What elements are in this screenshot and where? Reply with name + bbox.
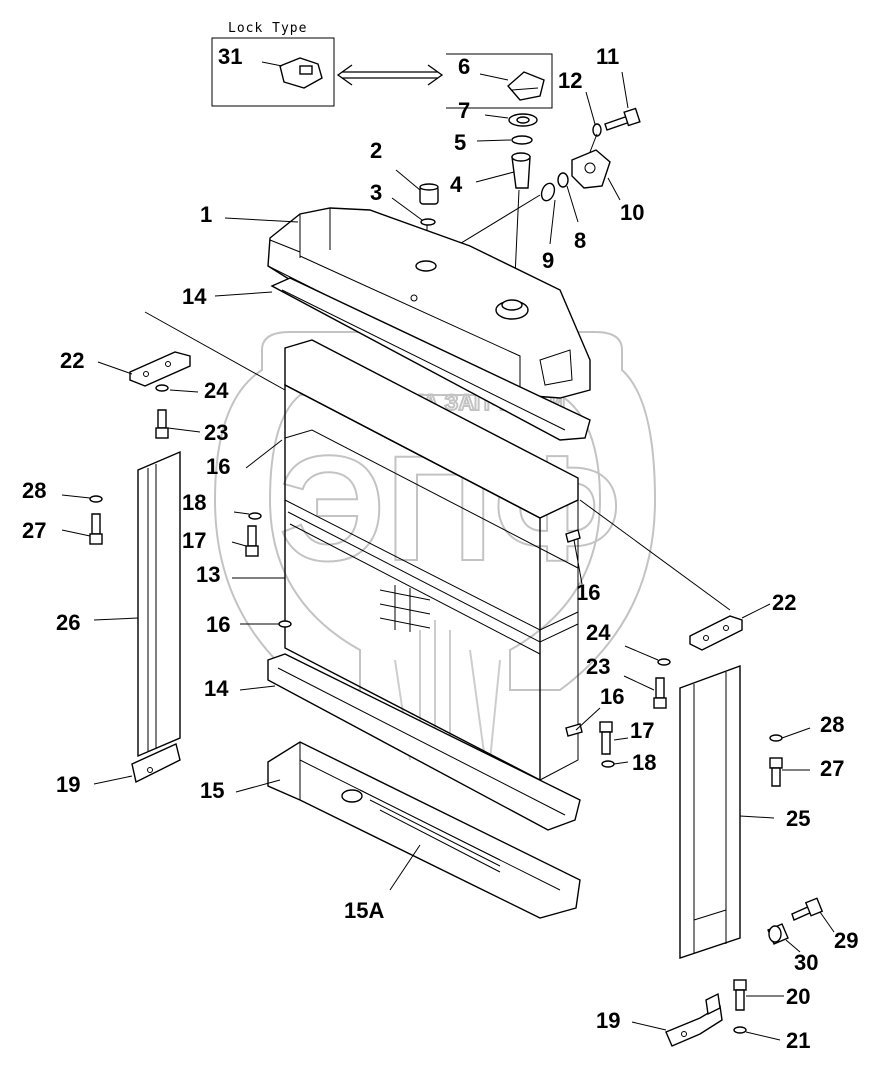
callout-22-right: 22 (772, 590, 796, 615)
left-bracket-22 (97, 351, 191, 387)
callout-19-right: 19 (596, 1008, 620, 1033)
callout-20: 20 (786, 984, 810, 1009)
callout-27-left: 27 (22, 518, 46, 543)
callout-7: 7 (458, 98, 470, 123)
upper-gasket (214, 277, 591, 441)
callout-24-left: 24 (204, 378, 229, 403)
callout-3: 3 (370, 180, 382, 205)
right-washer-28 (769, 727, 811, 742)
sensor-10-icon (571, 149, 621, 201)
callout-13: 13 (196, 562, 220, 587)
right-washer-18 (601, 760, 629, 768)
callout-18-left: 18 (182, 490, 206, 515)
clip-16-lower (565, 707, 601, 737)
callout-16-left: 16 (206, 612, 230, 637)
right-washer-24 (624, 645, 671, 666)
bolt-20 (733, 979, 784, 1011)
right-bracket-22 (689, 603, 771, 651)
right-side-support (579, 499, 775, 959)
callout-6: 6 (458, 54, 470, 79)
callout-8: 8 (574, 228, 586, 253)
right-bracket-19 (631, 992, 723, 1047)
washer-21 (733, 1026, 781, 1041)
double-arrow-icon (336, 64, 444, 86)
callout-18-right: 18 (632, 750, 656, 775)
callout-9: 9 (542, 248, 554, 273)
callout-24-right: 24 (586, 620, 611, 645)
callout-11: 11 (596, 44, 619, 69)
lower-gasket (239, 653, 581, 831)
callout-1: 1 (200, 202, 212, 227)
callout-28-right: 28 (820, 712, 844, 737)
callout-16-lower: 16 (600, 684, 624, 709)
callout-31: 31 (218, 44, 242, 69)
left-bolt-17 (231, 525, 259, 557)
callout-17-right: 17 (630, 718, 654, 743)
callout-17-left: 17 (182, 528, 206, 553)
lower-tank (235, 741, 581, 919)
callout-23-right: 23 (586, 654, 610, 679)
callout-21: 21 (786, 1028, 810, 1053)
right-bolt-27 (769, 757, 810, 787)
callout-22-left: 22 (60, 348, 84, 373)
left-side-support (93, 311, 286, 758)
callout-23-left: 23 (204, 420, 228, 445)
bolt-29 (791, 897, 835, 933)
callout-14-lower: 14 (204, 676, 229, 701)
ring-5-icon (476, 135, 533, 145)
left-washer-18 (233, 511, 262, 520)
lock-type-title: Lock Type (228, 21, 307, 36)
callout-15: 15 (200, 778, 224, 803)
clip-16-right (565, 529, 583, 585)
left-bolt-27 (61, 513, 103, 545)
lock-type-panel: Lock Type (211, 21, 553, 109)
callout-28-left: 28 (22, 478, 46, 503)
callout-26: 26 (56, 610, 80, 635)
callout-15a: 15A (344, 898, 384, 923)
lock-cap-31-icon (279, 57, 323, 89)
left-washer-28 (61, 494, 103, 503)
callout-16-right: 16 (576, 580, 600, 605)
callout-5: 5 (454, 130, 466, 155)
left-washer-24 (155, 384, 199, 393)
callout-16-upper: 16 (206, 454, 230, 479)
callout-25: 25 (786, 806, 810, 831)
callout-4: 4 (450, 172, 463, 197)
bolt-11-icon (604, 71, 641, 131)
callout-12: 12 (558, 68, 582, 93)
washer-7-icon (484, 113, 538, 127)
clip-16-left (240, 620, 292, 628)
watermark-frame (213, 331, 657, 691)
callout-labels: 31 6 7 5 4 11 12 2 3 1 10 8 9 14 22 24 2… (22, 44, 858, 1053)
left-bracket-19 (93, 743, 181, 785)
bushing-30 (767, 923, 801, 953)
watermark: ТЕХНИКА ЗАПЧАСТИ ЭПФ (213, 331, 657, 761)
callout-30: 30 (794, 950, 818, 975)
callout-29: 29 (834, 928, 858, 953)
callout-19-left: 19 (56, 772, 80, 797)
right-bolt-23 (623, 675, 667, 709)
left-bolt-23 (155, 409, 201, 439)
washer-12-icon (585, 91, 602, 153)
clip-16-upper (245, 439, 283, 469)
callout-14-upper: 14 (182, 284, 207, 309)
plug-2-icon (395, 169, 439, 205)
cap-6-icon (507, 71, 545, 101)
right-bolt-17 (599, 721, 629, 755)
washer-8-icon (557, 172, 579, 223)
callout-2: 2 (370, 138, 382, 163)
upper-tank (224, 207, 591, 399)
callout-10: 10 (620, 200, 644, 225)
callout-27-right: 27 (820, 756, 844, 781)
